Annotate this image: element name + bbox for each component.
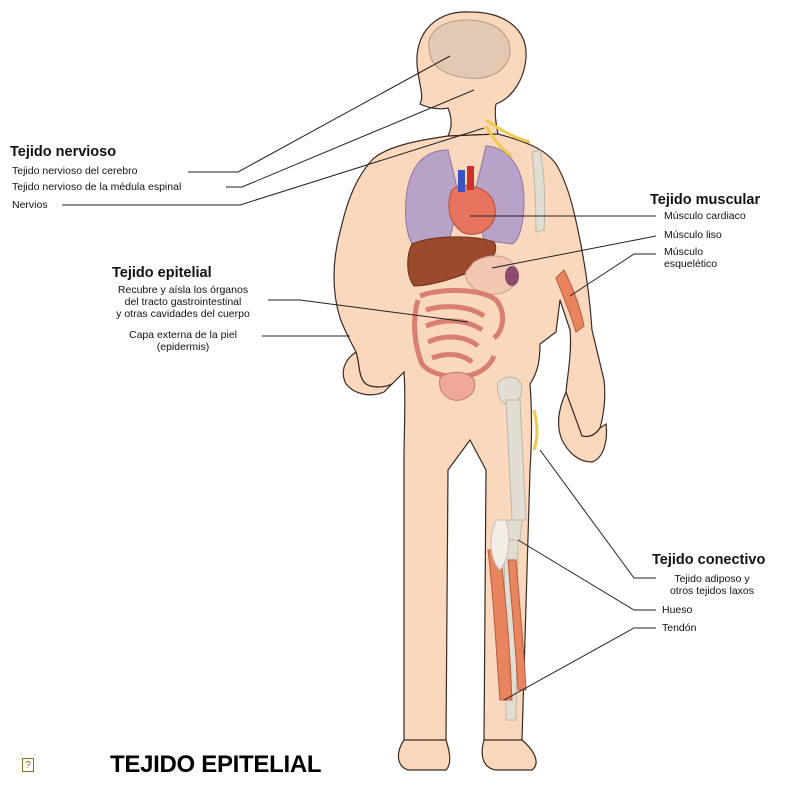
- leader-hueso: [518, 540, 656, 610]
- label-musculo-liso: Músculo liso: [664, 229, 722, 241]
- label-nervioso-medula: Tejido nervioso de la médula espinal: [12, 181, 181, 193]
- label-adiposo: Tejido adiposo y: [652, 573, 772, 585]
- label-hueso: Hueso: [662, 604, 692, 616]
- bladder: [440, 372, 475, 400]
- leader-tendon: [504, 628, 656, 700]
- label-epitelial-line3: y otras cavidades del cuerpo: [98, 308, 268, 320]
- label-tejido-epitelial: Tejido epitelial: [112, 265, 212, 281]
- label-tendon: Tendón: [662, 622, 696, 634]
- heading-tejido-epitelial: TEJIDO EPITELIAL: [110, 751, 321, 779]
- section-heading: ? TEJIDO EPITELIAL: [12, 748, 321, 782]
- label-esqueletico: esquelético: [664, 258, 717, 270]
- label-musculo: Músculo: [664, 246, 703, 258]
- heart-vessel-blue: [458, 170, 465, 192]
- label-nervios: Nervios: [12, 199, 48, 211]
- brain: [429, 20, 510, 78]
- leader-adiposo: [540, 450, 656, 578]
- question-box-icon: ?: [22, 758, 34, 772]
- label-epitelial-line2: del tracto gastrointestinal: [98, 296, 268, 308]
- label-nervioso-cerebro: Tejido nervioso del cerebro: [12, 165, 138, 177]
- spleen: [505, 266, 519, 286]
- label-tejido-conectivo: Tejido conectivo: [652, 552, 765, 568]
- label-epitelial-line1: Recubre y aísla los órganos: [98, 284, 268, 296]
- left-foot: [398, 740, 449, 770]
- right-foot: [482, 740, 536, 770]
- label-epitelial-epidermis: (epidermis): [98, 341, 268, 353]
- label-epitelial-piel: Capa externa de la piel: [98, 329, 268, 341]
- label-musculo-cardiaco: Músculo cardiaco: [664, 210, 746, 222]
- label-tejidos-laxos: otros tejidos laxos: [652, 585, 772, 597]
- label-tejido-muscular: Tejido muscular: [650, 192, 760, 208]
- label-tejido-nervioso: Tejido nervioso: [10, 144, 116, 160]
- heart-vessel-red: [467, 166, 474, 190]
